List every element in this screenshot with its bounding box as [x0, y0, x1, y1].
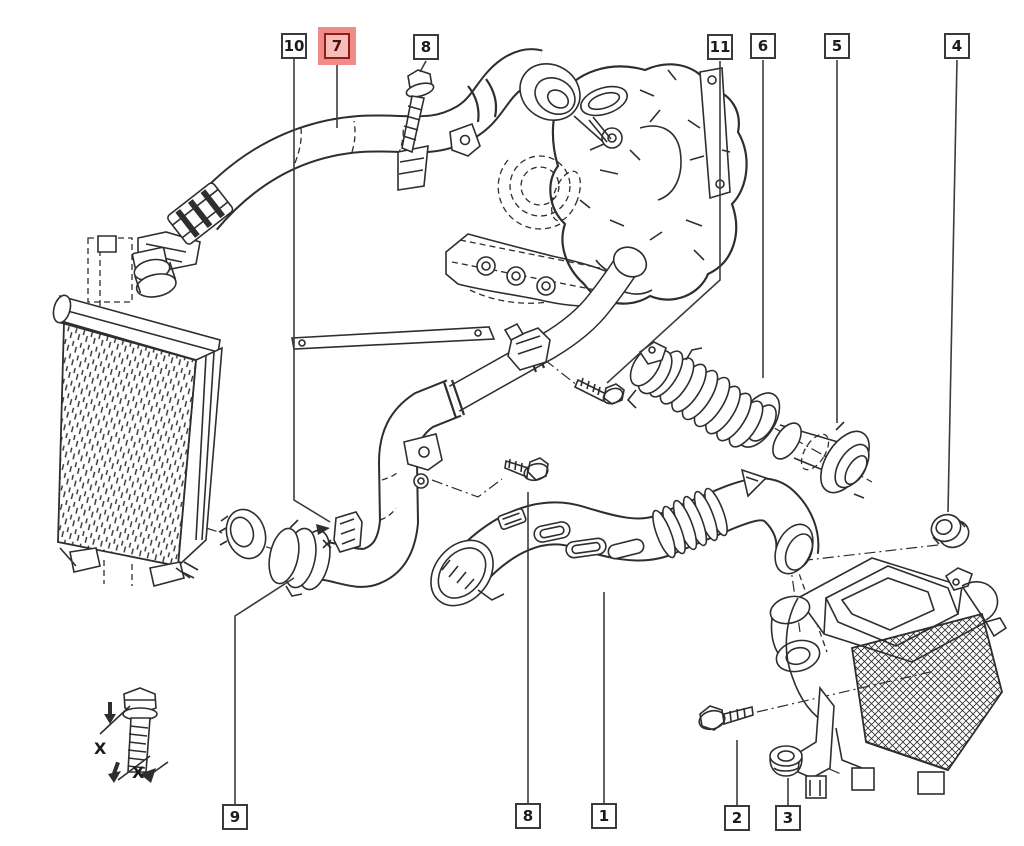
callout-8-bottom[interactable]: 8: [515, 803, 541, 829]
legend-x-mark-1: X: [94, 739, 107, 758]
intake-duct-1: [430, 468, 820, 607]
callout-8-top[interactable]: 8: [413, 34, 439, 60]
callout-3[interactable]: 3: [775, 805, 801, 831]
air-filter-housing: [769, 557, 1008, 799]
intercooler-illustration: [52, 231, 267, 587]
grommet-3: [769, 745, 803, 777]
intake-bellows-6: [626, 341, 781, 448]
callout-1[interactable]: 1: [591, 803, 617, 829]
bolt-2: [698, 705, 754, 731]
leader-lines: [234, 59, 958, 806]
legend-x-mark-2: X: [132, 763, 145, 782]
fastener-legend: X X: [94, 687, 169, 783]
sensor-11: [503, 322, 625, 405]
charge-air-hose-7: [167, 48, 581, 245]
screw-8-top: [401, 69, 435, 154]
intermediate-hose-9: [181, 246, 648, 597]
callout-7[interactable]: 7: [324, 33, 350, 59]
turbocharger-assembly: [291, 63, 748, 350]
callout-10[interactable]: 10: [281, 33, 307, 59]
grommet-4: [930, 513, 970, 549]
callout-11[interactable]: 11: [707, 34, 733, 60]
clip-10: [316, 511, 363, 553]
callout-4[interactable]: 4: [944, 33, 970, 59]
intake-sleeve-5: [772, 421, 870, 499]
callout-9[interactable]: 9: [222, 804, 248, 830]
bolt-8-mid: [504, 457, 549, 482]
callout-6[interactable]: 6: [750, 33, 776, 59]
callout-2[interactable]: 2: [724, 805, 750, 831]
callout-5[interactable]: 5: [824, 33, 850, 59]
